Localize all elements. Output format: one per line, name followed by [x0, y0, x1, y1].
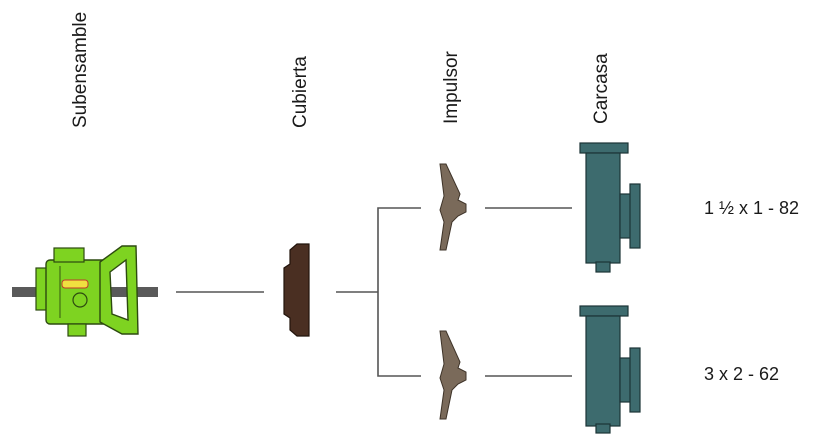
configuration-size-label: 1 ½ x 1 - 82 — [704, 198, 800, 218]
impeller-image-1 — [439, 163, 467, 251]
cover-image — [283, 243, 310, 337]
casing-image-2 — [579, 305, 641, 434]
subassembly-image — [12, 245, 158, 337]
casing-image-1 — [579, 142, 641, 273]
connector-branch — [377, 207, 421, 377]
impeller-image-2 — [439, 330, 467, 420]
configuration-size-label: 3 x 2 - 62 — [704, 364, 780, 384]
connector-lines — [176, 207, 572, 377]
